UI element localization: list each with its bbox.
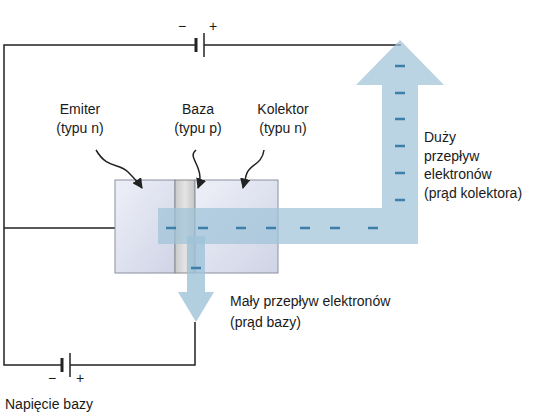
collector-current-arrow <box>158 40 444 244</box>
electron <box>191 267 201 270</box>
base-current-arrow <box>178 236 214 322</box>
electron <box>330 227 340 230</box>
circuit-wire <box>4 44 400 365</box>
circuit-wire <box>70 322 195 365</box>
electron <box>368 227 378 230</box>
electron <box>300 227 310 230</box>
electron <box>395 118 405 121</box>
battery-plate <box>203 33 205 57</box>
electron <box>395 145 405 148</box>
battery-plate <box>69 353 71 377</box>
voltage-label: Napięcie bazy <box>5 396 93 412</box>
leader-arrow <box>193 150 200 188</box>
battery-sign: − <box>48 370 56 386</box>
electron-dashes <box>166 66 405 268</box>
part-label: Kolektor (typu n) <box>257 100 308 138</box>
electron <box>395 199 405 202</box>
battery-plate <box>61 358 64 372</box>
circuit-wire <box>4 45 196 365</box>
electron <box>395 92 405 95</box>
electron <box>395 172 405 175</box>
battery-symbol <box>62 33 204 377</box>
electron <box>198 227 208 230</box>
circuit-wire <box>204 44 400 45</box>
electron <box>266 227 276 230</box>
battery-sign: − <box>178 18 186 34</box>
part-label: Baza (typu p) <box>174 100 221 138</box>
circuit-wire <box>4 227 115 229</box>
electron <box>236 227 246 230</box>
battery-sign: + <box>209 18 217 34</box>
leader-arrow <box>243 150 264 188</box>
current-label: Duży przepływ elektronów (prąd kolektora… <box>424 128 522 202</box>
current-label: Mały przepływ elektronów (prąd bazy) <box>230 291 390 333</box>
electron <box>395 65 405 68</box>
part-label: Emiter (typu n) <box>56 100 103 138</box>
electron <box>166 227 176 230</box>
battery-sign: + <box>76 370 84 386</box>
battery-plate <box>195 38 198 52</box>
leader-arrow <box>96 150 264 188</box>
leader-arrow <box>96 150 142 188</box>
